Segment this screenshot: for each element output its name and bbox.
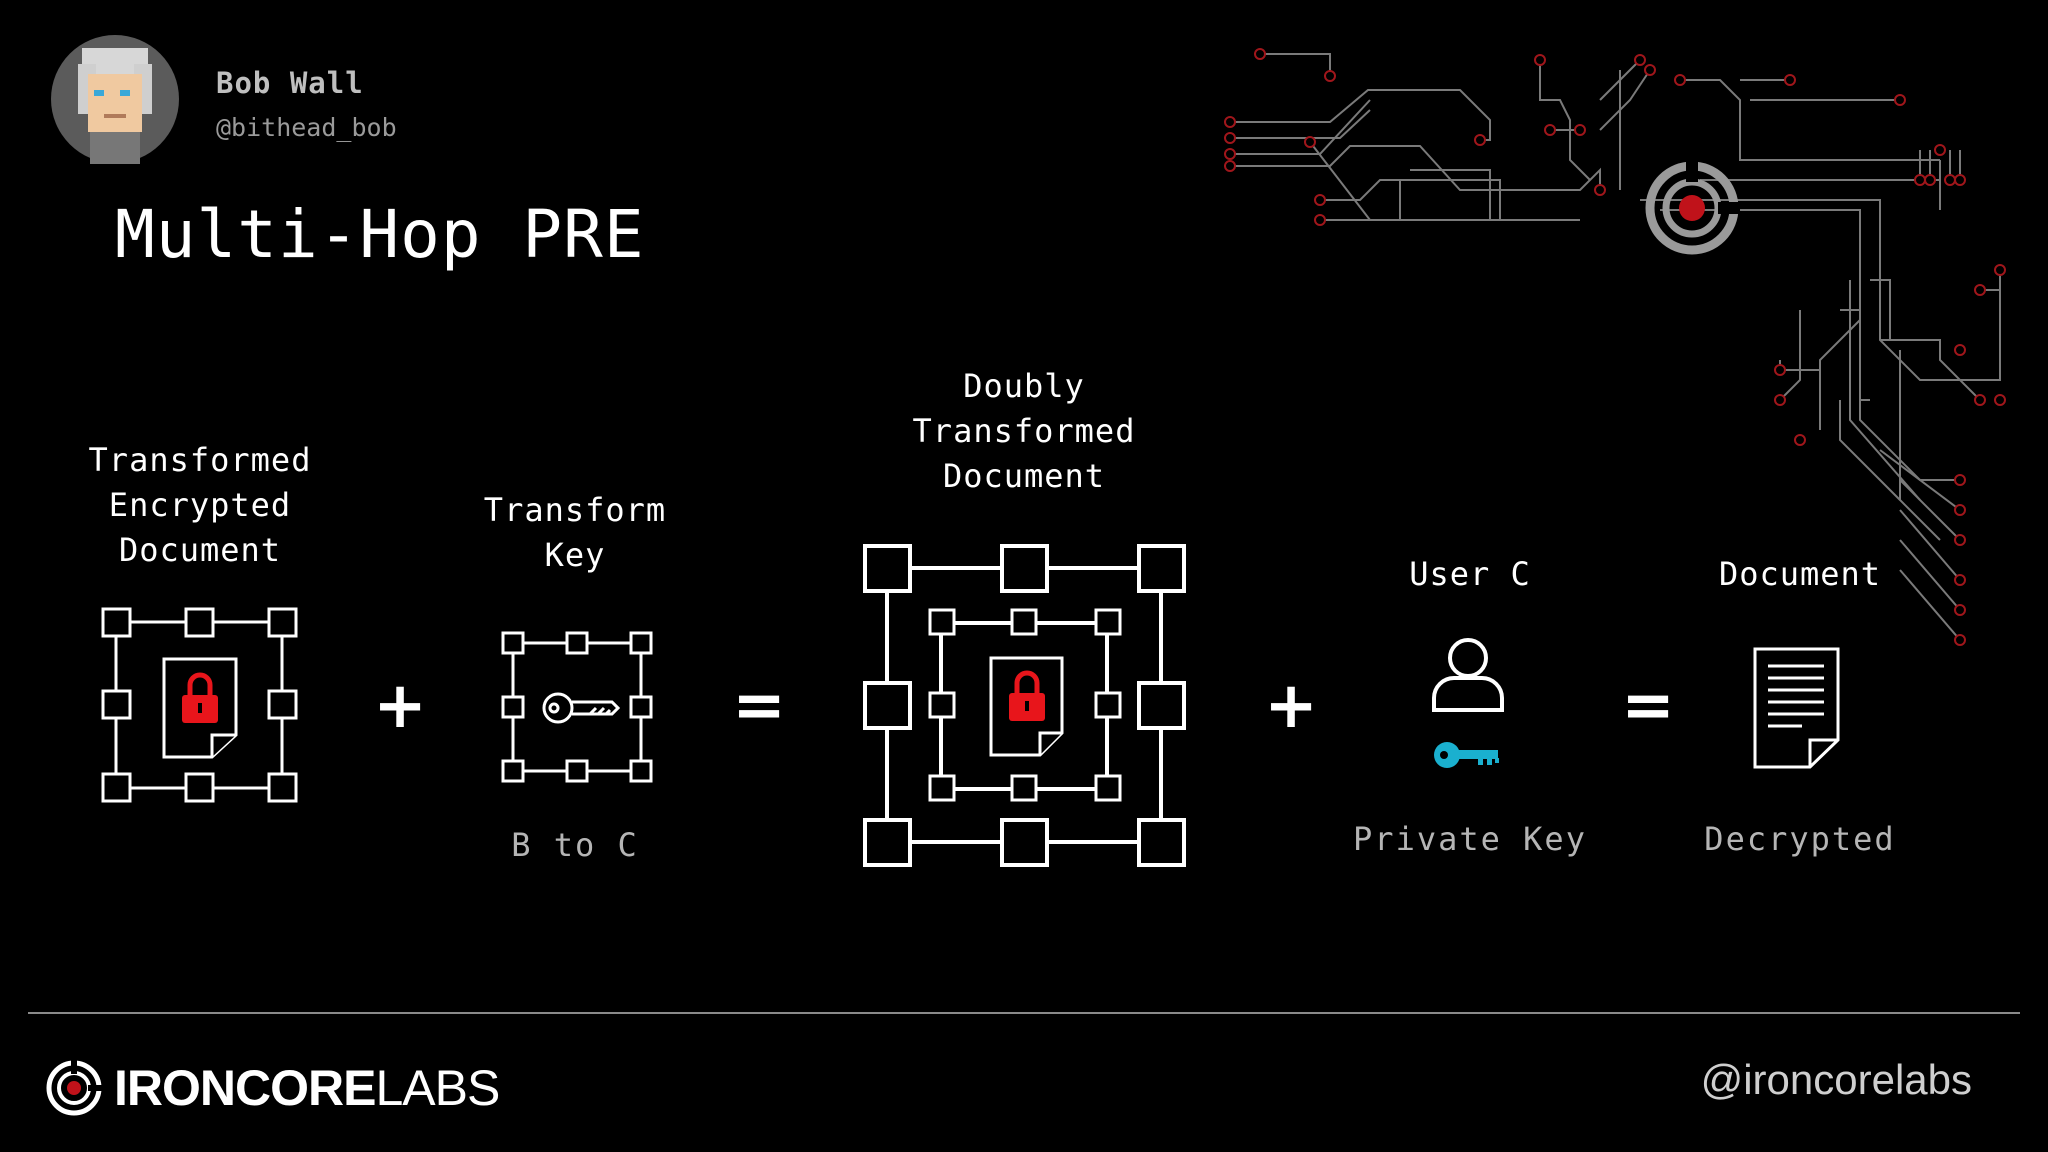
brand-light-text: LABS [375, 1060, 500, 1116]
term2-sublabel: B to C [511, 826, 639, 864]
author-name: Bob Wall [216, 66, 364, 100]
brand-name: IRONCORELABS [114, 1059, 500, 1117]
term5-sublabel: Decrypted [1704, 820, 1896, 858]
plus-operator: + [1264, 669, 1318, 743]
author-handle: @bithead_bob [216, 113, 397, 142]
slide-title: Multi-Hop PRE [115, 196, 645, 273]
term4-label: User C [1340, 552, 1600, 597]
term4-sublabel: Private Key [1353, 820, 1587, 858]
user-icon [1432, 638, 1504, 712]
term5-label: Document [1680, 552, 1920, 597]
lock-icon [182, 672, 218, 723]
circuit-decoration [1224, 48, 2006, 646]
term2-label-line: Key [544, 536, 606, 574]
term1-label: Transformed Encrypted Document [50, 438, 350, 573]
term1-encrypted-document-icon [101, 607, 298, 803]
term2-label: Transform Key [435, 488, 715, 578]
term5-label-line: Document [1718, 555, 1882, 593]
brand-bold-text: IRONCORE [114, 1060, 376, 1116]
term3-label: Doubly Transformed Document [874, 364, 1174, 499]
ironcore-logo-icon [46, 1058, 104, 1116]
term3-doubly-transformed-document-icon [863, 544, 1186, 867]
term3-label-line: Document [942, 457, 1106, 495]
lock-icon [1009, 670, 1045, 721]
plus-operator: + [373, 669, 427, 743]
document-icon [1753, 647, 1840, 769]
term1-label-line: Transformed [88, 441, 312, 479]
term3-label-line: Doubly [963, 367, 1085, 405]
term4-label-line: User C [1409, 555, 1531, 593]
private-key-icon [1434, 742, 1499, 768]
term1-label-line: Document [118, 531, 282, 569]
term2-label-line: Transform [483, 491, 667, 529]
equals-operator: = [1621, 669, 1675, 743]
term3-label-line: Transformed [912, 412, 1136, 450]
term1-label-line: Encrypted [108, 486, 292, 524]
term2-transform-key-icon [501, 631, 653, 783]
footer-divider [28, 1012, 2020, 1014]
key-icon [542, 692, 621, 724]
equals-operator: = [732, 669, 786, 743]
brand-logo: IRONCORELABS [44, 1056, 500, 1120]
footer-handle: @ironcorelabs [1700, 1056, 1972, 1103]
avatar [51, 35, 179, 164]
